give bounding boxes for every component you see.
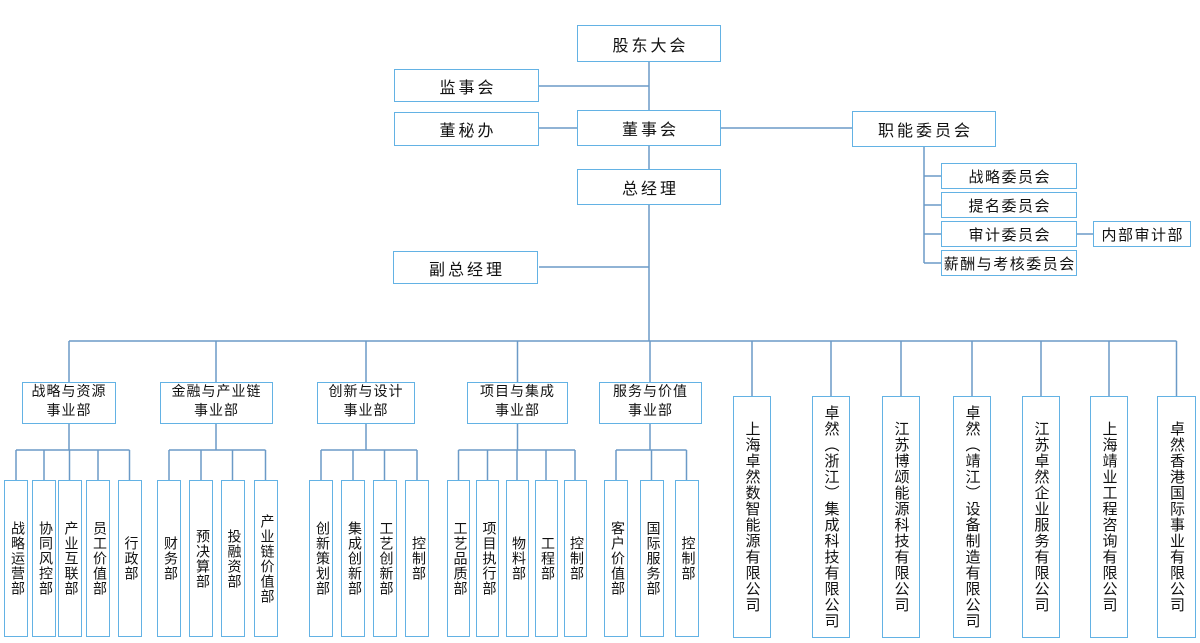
- node-deputy-general-manager: 副总经理: [393, 251, 538, 284]
- division-label-line1: 金融与产业链: [171, 385, 262, 401]
- node-dept: 国际服务部: [639, 480, 664, 637]
- division-label-line2: 事业部: [495, 404, 540, 419]
- node-dept: 协同风控部: [32, 480, 56, 637]
- division-label-line1: 创新与设计: [328, 385, 404, 401]
- node-company: 江苏博颂能源科技有限公司: [882, 396, 920, 638]
- division-label-line2: 事业部: [343, 404, 389, 419]
- node-shareholders-meeting: 股东大会: [577, 25, 721, 62]
- node-dept: 投融资部: [220, 480, 245, 637]
- node-company: 上海靖业工程咨询有限公司: [1090, 396, 1128, 638]
- node-dept: 控制部: [405, 480, 429, 637]
- node-dept: 员工价值部: [86, 480, 110, 637]
- node-division-strategy-resources: 战略与资源 事业部: [22, 382, 116, 424]
- node-division-finance-industry-chain: 金融与产业链 事业部: [160, 382, 273, 424]
- node-dept: 物料部: [505, 480, 529, 637]
- node-dept: 产业互联部: [57, 480, 82, 637]
- division-label-line2: 事业部: [194, 404, 239, 419]
- node-board-secretary-office: 董秘办: [394, 112, 539, 146]
- node-dept: 财务部: [157, 480, 181, 637]
- node-company: 卓然香港国际事业有限公司: [1157, 396, 1196, 638]
- node-company: 江苏卓然企业服务有限公司: [1022, 396, 1060, 638]
- node-company: 卓然（浙江）集成科技有限公司: [812, 396, 850, 638]
- node-division-innovation-design: 创新与设计 事业部: [317, 382, 415, 424]
- node-division-service-value: 服务与价值 事业部: [599, 382, 702, 424]
- node-internal-audit-dept: 内部审计部: [1093, 221, 1191, 247]
- node-dept: 工程部: [534, 480, 558, 637]
- node-company: 上海卓然数智能源有限公司: [733, 396, 771, 638]
- node-committee-nomination: 提名委员会: [941, 192, 1077, 218]
- node-dept: 创新策划部: [309, 480, 333, 637]
- division-label-line1: 服务与价值: [613, 385, 688, 401]
- node-dept: 工艺品质部: [447, 480, 470, 637]
- node-committee-compensation: 薪酬与考核委员会: [941, 250, 1077, 276]
- node-dept: 控制部: [674, 480, 699, 637]
- node-dept: 预决算部: [189, 480, 213, 637]
- node-board-of-directors: 董事会: [577, 110, 721, 146]
- node-dept: 集成创新部: [341, 480, 365, 637]
- division-label-line1: 战略与资源: [31, 385, 107, 401]
- node-dept: 项目执行部: [476, 480, 499, 637]
- node-committee-audit: 审计委员会: [941, 221, 1077, 247]
- node-dept: 行政部: [117, 480, 142, 637]
- node-dept: 控制部: [563, 480, 587, 637]
- node-dept: 工艺创新部: [372, 480, 397, 637]
- node-dept: 客户价值部: [604, 480, 628, 637]
- division-label-line2: 事业部: [46, 404, 92, 419]
- node-dept: 产业链价值部: [253, 480, 278, 637]
- node-company: 卓然（靖江）设备制造有限公司: [953, 396, 991, 638]
- node-dept: 战略运营部: [4, 480, 28, 637]
- node-supervisory-board: 监事会: [394, 69, 539, 102]
- node-functional-committees: 职能委员会: [852, 111, 996, 147]
- node-committee-strategy: 战略委员会: [941, 163, 1077, 189]
- division-label-line1: 项目与集成: [480, 385, 555, 401]
- node-division-project-integration: 项目与集成 事业部: [467, 382, 568, 424]
- node-general-manager: 总经理: [577, 169, 721, 205]
- division-label-line2: 事业部: [628, 404, 673, 419]
